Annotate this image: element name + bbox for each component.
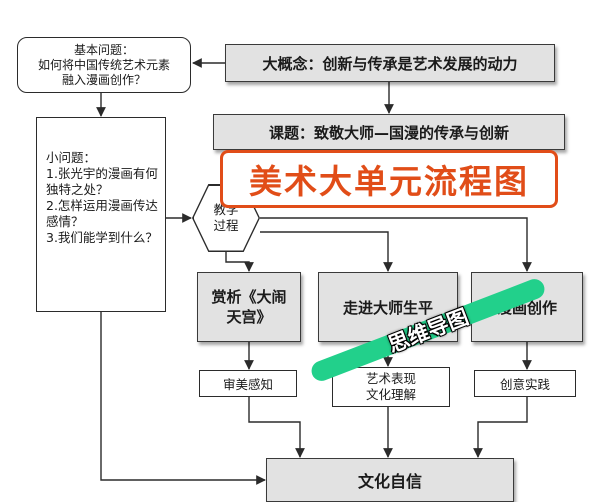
outcome-art-expression: 艺术表现 文化理解 [332,367,450,407]
topic-node: 课题：致敬大师—国漫的传承与创新 [213,114,565,150]
big-concept-node: 大概念：创新与传承是艺术发展的动力 [225,44,555,82]
basic-question-node: 基本问题： 如何将中国传统艺术元素 融入漫画创作？ [17,37,191,93]
outcome-creative-practice: 创意实践 [474,370,576,397]
arrow-smallq-to-confidence [100,312,266,485]
arrow-teach-to-appreciate [225,252,254,272]
outcome-aesthetic: 审美感知 [199,370,297,397]
arrow-creative-to-confidence [473,397,528,458]
branch-appreciate: 赏析《大闹 天宫》 [197,272,301,342]
title-banner: 美术大单元流程图 [220,150,558,208]
arrow-teach-to-comic [260,217,532,272]
arrow-aesthetic-to-confidence [248,397,305,458]
small-questions-node: 小问题： 1.张光宇的漫画有何独特之处？ 2.怎样运用漫画传达感情？ 3.我们能… [36,117,166,312]
cultural-confidence-node: 文化自信 [266,458,514,502]
arrow-teach-to-master [260,231,393,272]
